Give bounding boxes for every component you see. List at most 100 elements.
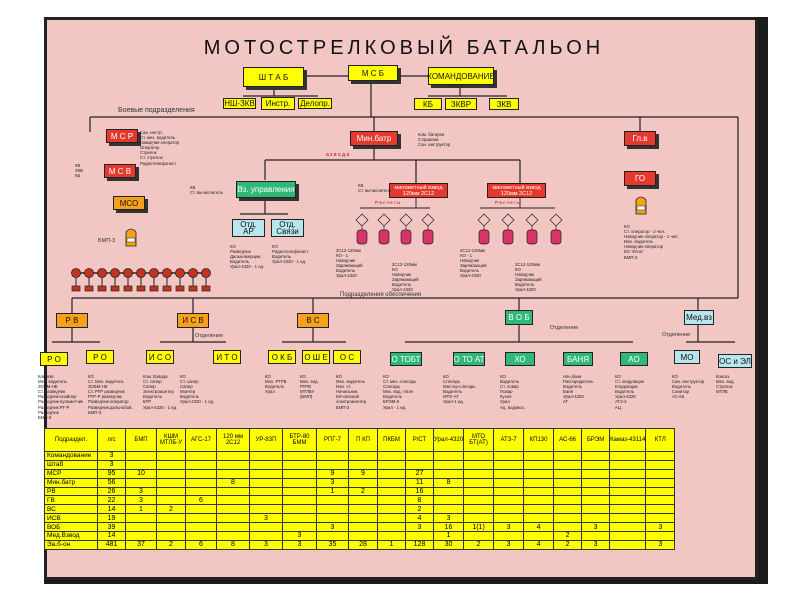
table-cell: 1 <box>316 486 349 497</box>
table-row-label: МСР <box>44 468 98 479</box>
table-cell <box>432 495 465 506</box>
mortar-platoon-2: минометный взвод 120мм 2С12 <box>487 183 546 198</box>
table-cell <box>216 504 250 515</box>
table-cell <box>185 522 217 533</box>
table-cell: 3 <box>581 539 611 550</box>
table-cell: 6 <box>185 539 217 550</box>
otoat-note: КО Слесарь Мастер-слесарь Водитель МТО-А… <box>443 374 476 405</box>
table-cell <box>553 513 583 524</box>
table-row-label: Мед.Взвод <box>44 531 98 541</box>
ro1-note: Ком.взв Мех. водитель ЗОБМ-НЕ Ст. развед… <box>38 374 83 420</box>
command-box: КОМАНДОВАНИЕ <box>427 67 495 85</box>
table-header-cell: КП130 <box>523 428 555 452</box>
table-cell <box>463 531 495 541</box>
table-cell <box>316 459 349 470</box>
table-cell <box>581 468 611 479</box>
table-cell <box>493 495 525 506</box>
table-cell <box>493 531 525 541</box>
otd-sv-box: Отд. Связи <box>271 219 304 237</box>
table-header-cell: АС-66 <box>553 428 583 452</box>
table-cell <box>581 513 611 524</box>
table-cell <box>645 477 676 488</box>
table-header-cell: БРЭМ <box>581 428 611 452</box>
table-cell: 3 <box>645 522 676 533</box>
table-cell <box>156 495 186 506</box>
table-cell <box>282 451 317 461</box>
table-cell <box>581 495 611 506</box>
table-cell <box>377 459 406 470</box>
table-cell <box>493 513 525 524</box>
table-cell <box>249 486 283 497</box>
table-cell <box>216 459 250 470</box>
azvoda-label: а з в о д а <box>326 152 350 158</box>
support-header: Подразделения обеспечения <box>340 292 422 298</box>
table-cell <box>432 468 465 479</box>
table-cell: 3 <box>97 459 126 470</box>
os-ie-box: ОС и ЭЛ <box>718 354 752 368</box>
table-cell <box>405 459 434 470</box>
minbatr-box: Мин.батр <box>350 131 398 146</box>
isv-box: И С В <box>177 313 209 328</box>
table-cell <box>523 504 555 515</box>
ao-box: АО <box>620 352 648 366</box>
iso-note: Ком. Взвода Ст. сапер Сапер Электромонте… <box>143 374 178 410</box>
table-cell <box>348 477 378 488</box>
table-cell: 19 <box>97 513 126 524</box>
table-cell <box>432 504 465 515</box>
table-header-cell: Камаз-43114 <box>609 428 647 452</box>
table-cell <box>249 531 283 541</box>
shtab-box: Ш Т А Б <box>243 67 304 87</box>
table-cell: 3 <box>581 522 611 533</box>
table-cell: 1(1) <box>463 522 495 533</box>
crew-note-2: 2С12-120мм КО Наводчик Заряжающий Водите… <box>392 262 419 293</box>
iso-box: И С О <box>146 350 174 364</box>
table-cell: 37 <box>125 539 157 550</box>
table-cell: 8 <box>216 539 250 550</box>
table-header-cell: БМП <box>125 428 157 452</box>
table-cell <box>463 504 495 515</box>
table-cell <box>282 459 317 470</box>
table-cell: 39 <box>97 522 126 533</box>
table-header-cell: МТО БТ(АТ) <box>463 428 495 452</box>
table-cell <box>185 468 217 479</box>
table-cell <box>185 477 217 488</box>
otobt-note: КО Ст. мех.-слесарь Слесарь Мех. вод. тя… <box>383 374 417 410</box>
table-header-cell: КТЛ <box>645 428 676 452</box>
table-cell <box>553 486 583 497</box>
table-cell <box>581 486 611 497</box>
table-cell <box>156 477 186 488</box>
table-header-cell: л/с <box>97 428 126 452</box>
otd-sv-note: КО Радиотелефонист Водитель Урал-4320 - … <box>272 244 309 265</box>
board-edge-right <box>758 17 768 583</box>
table-row-label: Штаб <box>44 459 98 470</box>
minbatr-note: Ком. батареи Старшина Сан. инструктор <box>418 132 451 148</box>
table-cell <box>185 513 217 524</box>
table-cell <box>609 459 647 470</box>
table-cell <box>463 495 495 506</box>
table-cell <box>553 451 583 461</box>
table-cell: 2 <box>156 539 186 550</box>
table-cell <box>493 451 525 461</box>
vs-box: В С <box>297 313 329 328</box>
table-cell <box>609 531 647 541</box>
table-cell: 1 <box>125 504 157 515</box>
table-cell: 30 <box>432 539 465 550</box>
table-cell <box>645 459 676 470</box>
table-cell <box>348 459 378 470</box>
mo-box: МО <box>674 350 700 364</box>
table-cell <box>156 531 186 541</box>
otd-ar-box: Отд. АР <box>232 219 265 237</box>
msb-box: М С Б <box>348 65 398 81</box>
table-cell <box>282 468 317 479</box>
table-cell <box>553 459 583 470</box>
table-cell <box>316 451 349 461</box>
table-cell: 3 <box>125 495 157 506</box>
table-row-label: ВС <box>44 504 98 515</box>
